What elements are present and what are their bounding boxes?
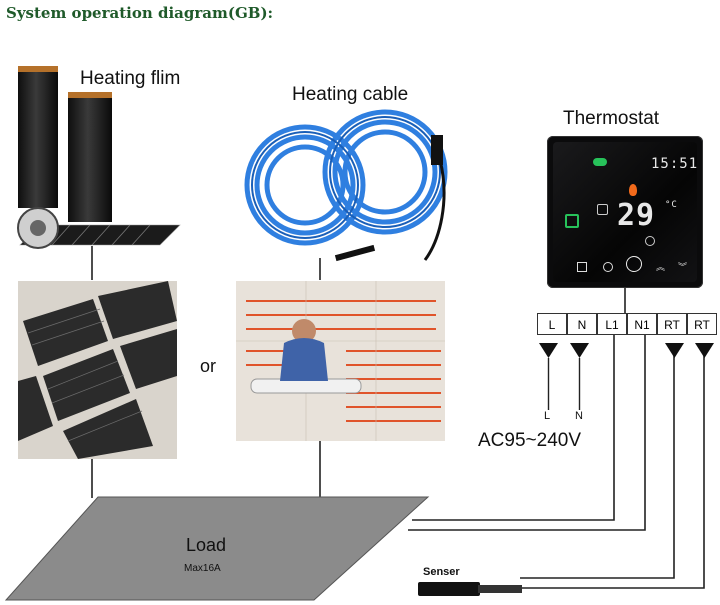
up-button-icon[interactable]: ︽ [656,263,666,273]
l-arrow-label: L [544,410,551,422]
or-label: or [200,356,217,376]
sensor-probe [418,582,480,596]
down-button-icon[interactable]: ︾ [678,263,688,273]
power-indicator-icon [593,158,607,166]
timer-button-icon[interactable] [603,262,613,272]
terminal-n: N [567,313,597,335]
sensor-label: Senser [423,566,460,578]
film-installation-photo [18,281,177,459]
l1-load-wire [412,335,615,521]
voltage-label: AC95~240V [478,430,581,451]
l-input-arrow [539,343,558,358]
power-button-icon[interactable] [626,256,642,272]
menu-button-icon[interactable] [577,262,587,272]
heating-film-label: Heating flim [80,68,181,89]
diagram-title: System operation diagram(GB): [6,4,274,22]
temperature-display: 29 [617,198,656,233]
load-shape [4,496,430,601]
temperature-unit: °C [665,200,678,210]
n-arrow-label: N [575,410,583,422]
cable-installation-photo [236,281,445,441]
n-input-arrow [570,343,589,358]
load-label: Load [186,535,227,555]
rt1-arrow [665,343,684,358]
clock-icon [645,236,655,246]
terminal-rt-1: RT [657,313,687,335]
n1-load-wire [408,335,646,531]
thermostat-device: 15:51 29 °C ︽ ︾ [547,136,703,288]
rt2-sensor-wire [520,345,705,589]
rt2-arrow [695,343,714,358]
heating-film-photo [17,66,181,249]
schedule-icon [597,204,608,215]
terminal-rt-2: RT [687,313,717,335]
load-max-label: Max16A [184,563,221,574]
thermostat-label: Thermostat [563,108,660,129]
home-mode-icon [565,214,579,228]
terminal-n1: N1 [627,313,657,335]
terminal-l1: L1 [597,313,627,335]
terminal-l: L [537,313,567,335]
time-display: 15:51 [651,156,699,172]
flame-icon [629,184,637,196]
rt1-sensor-wire [520,345,675,579]
heating-cable-photo [244,109,448,262]
heating-cable-label: Heating cable [292,84,409,105]
